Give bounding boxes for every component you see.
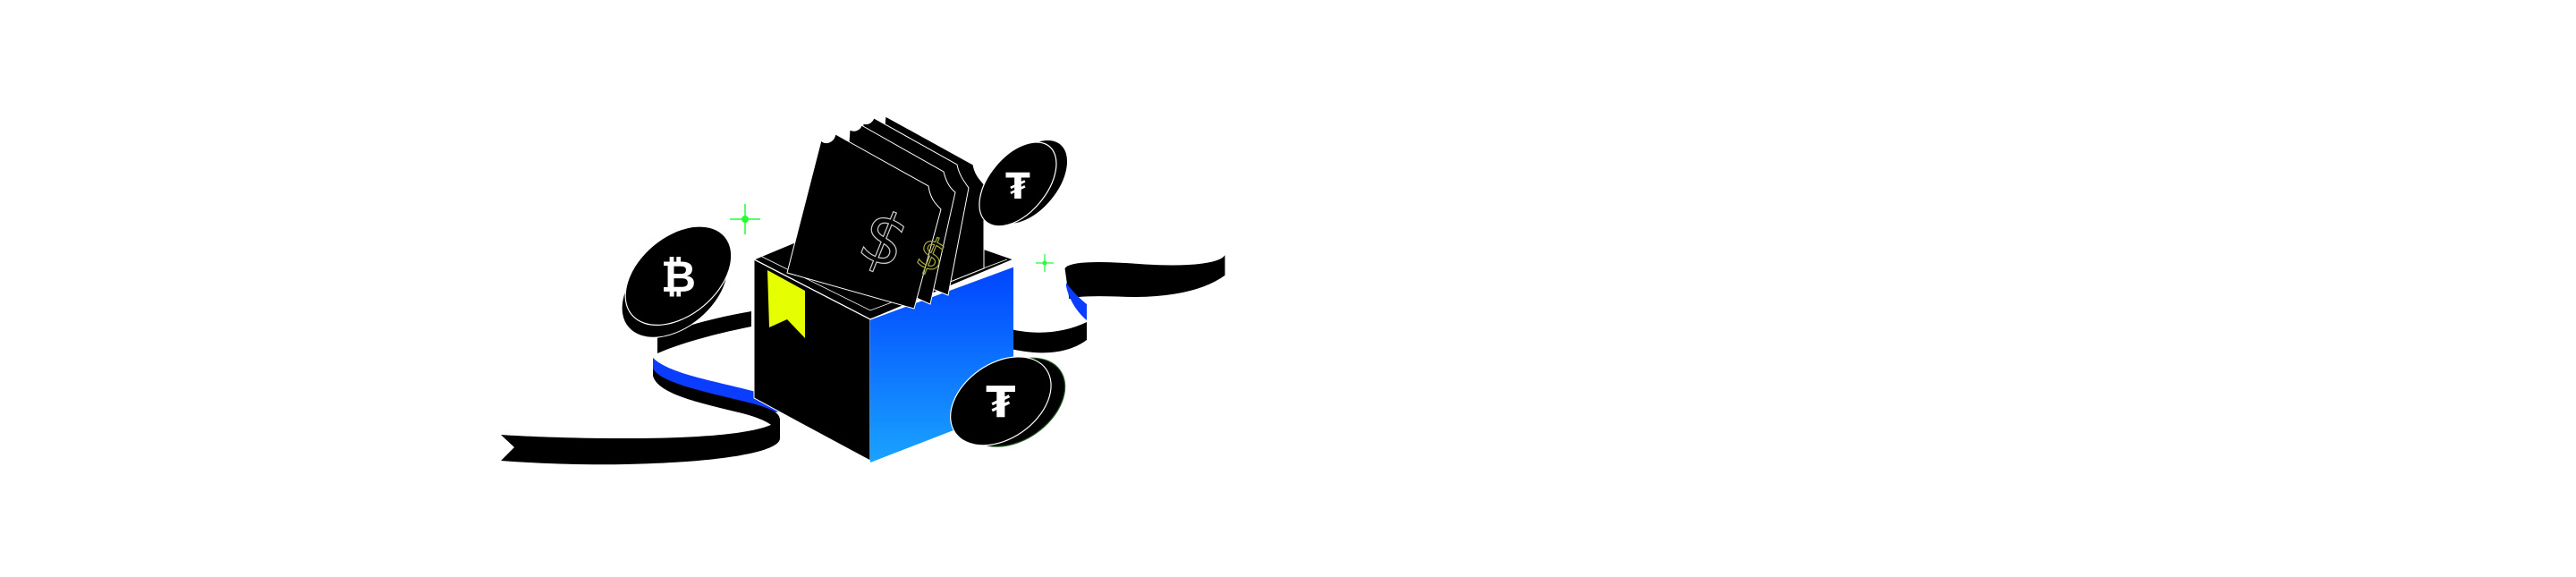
bookmark-icon: [767, 270, 805, 338]
tether-coin-icon: ₮: [979, 139, 1069, 227]
svg-text:₮: ₮: [986, 378, 1015, 428]
tether-coin-icon: ₮: [950, 356, 1066, 447]
sparkle-icon: [1036, 254, 1054, 272]
ribbon-right: [1011, 251, 1226, 353]
ribbon-left: [501, 311, 780, 465]
svg-text:₮: ₮: [1005, 166, 1030, 208]
svg-text:₿: ₿: [661, 252, 696, 302]
sparkle-icon: [730, 204, 760, 234]
bitcoin-coin-icon: ₿: [621, 225, 733, 338]
dollar-bill-stack: $ $: [786, 115, 985, 310]
dollar-bill-icon: [786, 133, 942, 310]
